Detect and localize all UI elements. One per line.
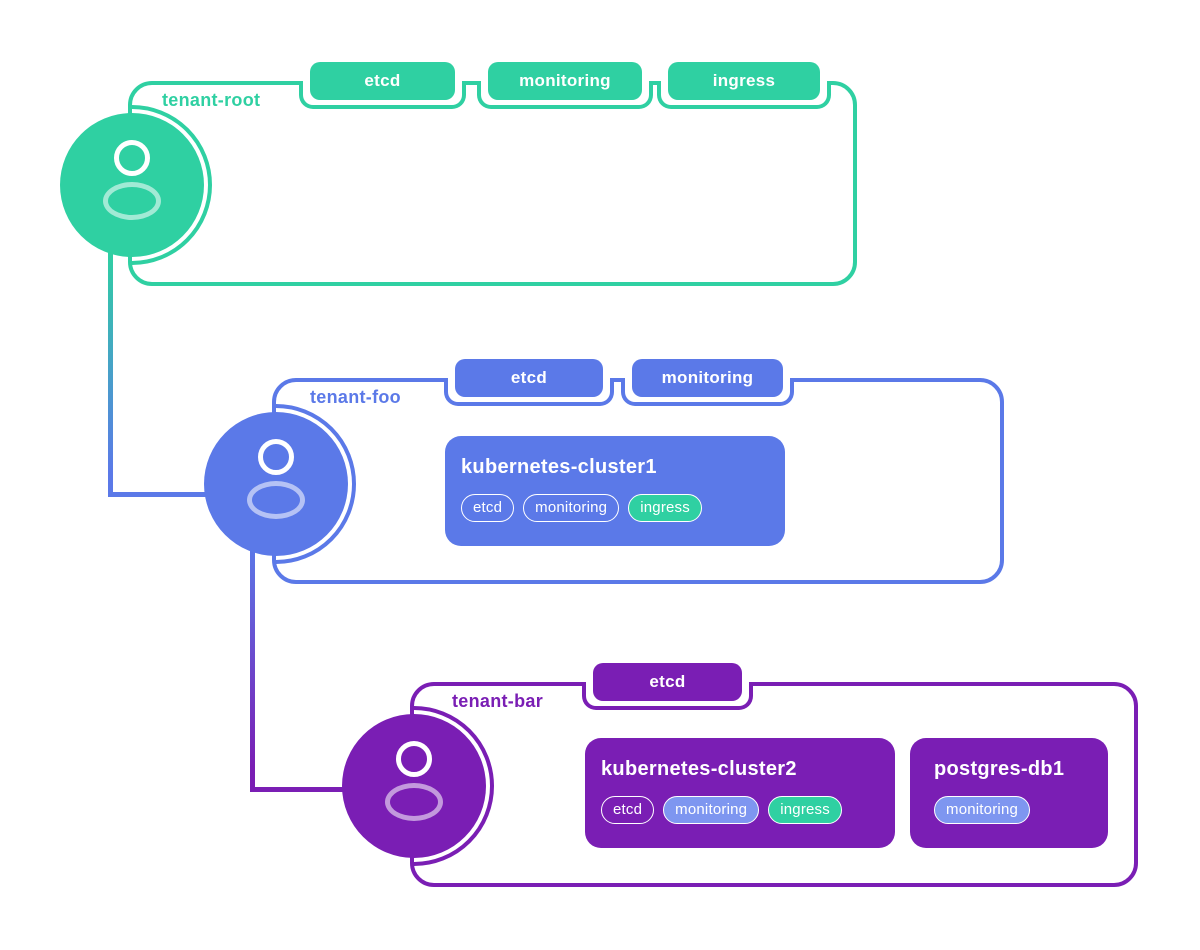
cluster-title: kubernetes-cluster2 [601, 758, 797, 780]
cluster-pill-row: etcd monitoring ingress [601, 796, 879, 824]
person-icon-body [385, 783, 443, 821]
cluster-pill: etcd [601, 796, 655, 824]
database-title: postgres-db1 [934, 758, 1065, 780]
connector-root-foo-vertical [108, 250, 113, 497]
person-icon-head [396, 741, 432, 777]
tenant-root-section: etcd monitoring ingress tenant-root [60, 62, 857, 286]
tenant-tag: etcd [310, 62, 455, 100]
person-icon-head [258, 439, 294, 475]
tenant-avatar [204, 412, 348, 556]
database-card: postgres-db1 monitoring [910, 738, 1108, 848]
tenant-avatar [60, 113, 204, 257]
cluster-pill: monitoring [523, 494, 620, 522]
tenant-avatar [342, 714, 486, 858]
database-pill: monitoring [934, 796, 1031, 824]
tenant-tag: monitoring [632, 359, 783, 397]
tenant-foo-section: etcd monitoring tenant-foo kubernetes-cl… [204, 359, 1004, 584]
cluster-pill: etcd [461, 494, 515, 522]
person-icon-head [114, 140, 150, 176]
person-icon-body [247, 481, 305, 519]
tenant-bar-section: etcd tenant-bar kubernetes-cluster2 etcd… [342, 663, 1138, 887]
database-pill-row: monitoring [934, 796, 1092, 824]
cluster-pill-row: etcd monitoring ingress [461, 494, 769, 522]
tenant-name-label: tenant-bar [452, 691, 544, 711]
tenant-border [128, 81, 857, 286]
tenant-tag: monitoring [488, 62, 642, 100]
cluster-card: kubernetes-cluster2 etcd monitoring ingr… [585, 738, 895, 848]
connector-foo-bar-horizontal [250, 787, 420, 792]
cluster-title: kubernetes-cluster1 [461, 456, 657, 478]
tenant-name-label: tenant-foo [310, 387, 401, 407]
cluster-pill: ingress [768, 796, 842, 824]
tenant-tag: etcd [593, 663, 742, 701]
connector-root-foo-horizontal [108, 492, 230, 497]
tenant-name-label: tenant-root [162, 90, 261, 110]
tenant-tag: ingress [668, 62, 820, 100]
tenant-tag: etcd [455, 359, 603, 397]
person-icon-body [103, 182, 161, 220]
connector-foo-bar-vertical [250, 545, 255, 792]
cluster-card: kubernetes-cluster1 etcd monitoring ingr… [445, 436, 785, 546]
cluster-pill: ingress [628, 494, 702, 522]
cluster-pill: monitoring [663, 796, 760, 824]
